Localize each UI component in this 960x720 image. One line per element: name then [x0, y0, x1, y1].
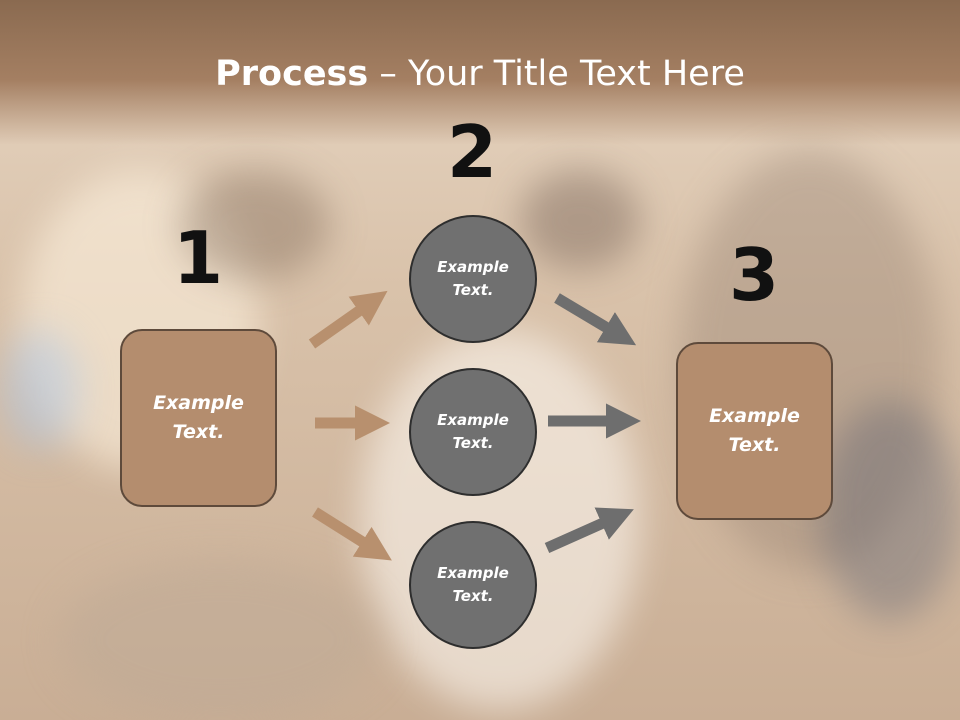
arrow-circle3-to-box3: [544, 507, 634, 554]
arrow-box1-to-circle1: [308, 290, 388, 349]
circle-3-line-2: Text.: [452, 587, 494, 605]
circle-1-line-2: Text.: [452, 281, 494, 299]
background-photo-region: [180, 170, 330, 280]
background-photo-region: [60, 560, 380, 720]
step-3-line-2: Text.: [728, 434, 781, 456]
slide-title: Process – Your Title Text Here: [0, 50, 960, 98]
background-photo-region: [820, 400, 960, 620]
step-number-2: 2: [446, 110, 498, 194]
circle-2-line-2: Text.: [452, 434, 494, 452]
title-bold: Process: [215, 54, 369, 94]
arrow-circle1-to-box3: [554, 293, 637, 346]
background-photo-region: [0, 330, 80, 450]
step-number-3: 3: [728, 233, 780, 317]
background-photo-region: [520, 170, 640, 270]
header-band: [0, 0, 960, 145]
step-3-line-1: Example: [709, 405, 800, 427]
step-2-circle-1: Example Text.: [409, 215, 537, 343]
step-1-line-2: Text.: [172, 421, 225, 443]
step-1-box: Example Text.: [120, 329, 277, 507]
step-2-circle-2: Example Text.: [409, 368, 537, 496]
step-2-circle-3: Example Text.: [409, 521, 537, 649]
step-3-box: Example Text.: [676, 342, 833, 520]
circle-3-line-1: Example: [437, 564, 509, 582]
circle-2-line-1: Example: [437, 411, 509, 429]
title-rest: – Your Title Text Here: [368, 54, 745, 94]
arrow-box1-to-circle3: [312, 507, 392, 561]
circle-1-line-1: Example: [437, 258, 509, 276]
step-1-line-1: Example: [153, 392, 244, 414]
step-number-1: 1: [172, 216, 224, 300]
